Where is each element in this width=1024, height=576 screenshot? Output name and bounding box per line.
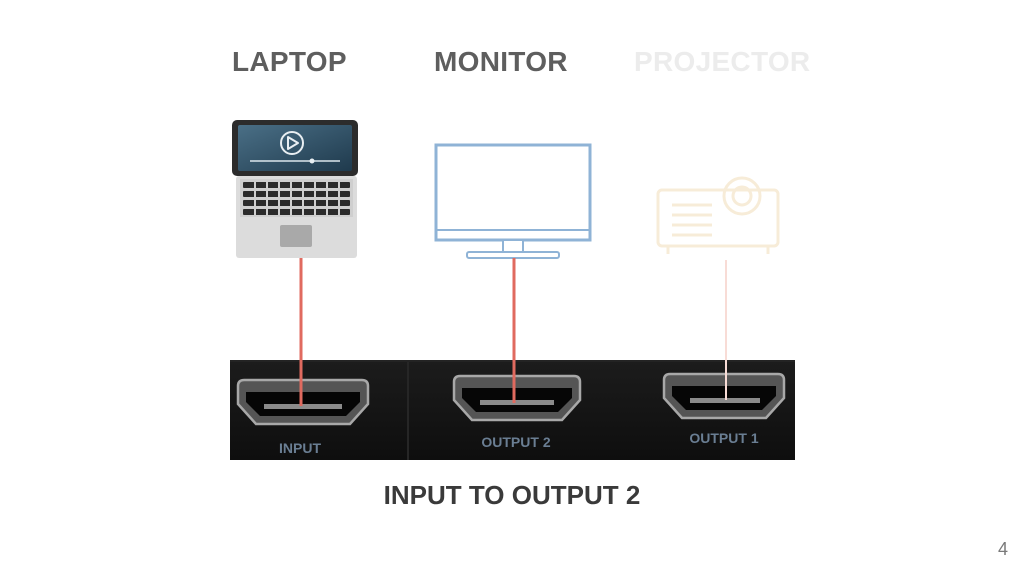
monitor-label: MONITOR — [434, 46, 568, 77]
port-label-input: INPUT — [279, 440, 321, 456]
laptop-label: LAPTOP — [232, 46, 347, 77]
hdmi-switch-panel: INPUT OUTPUT 2 OUTPUT 1 — [230, 360, 795, 460]
hdmi-port-output-2 — [452, 374, 582, 422]
hdmi-port-input — [236, 378, 370, 426]
play-icon — [280, 131, 304, 155]
hdmi-port-output-1 — [662, 372, 786, 420]
port-label-output-2: OUTPUT 2 — [481, 434, 550, 450]
monitor-icon — [434, 143, 592, 259]
page-number: 4 — [997, 539, 1008, 559]
laptop-icon — [232, 120, 358, 258]
projector-icon — [656, 176, 780, 254]
port-label-output-1: OUTPUT 1 — [689, 430, 758, 446]
projector-label: PROJECTOR — [634, 46, 811, 77]
diagram-caption: INPUT TO OUTPUT 2 — [383, 480, 641, 510]
